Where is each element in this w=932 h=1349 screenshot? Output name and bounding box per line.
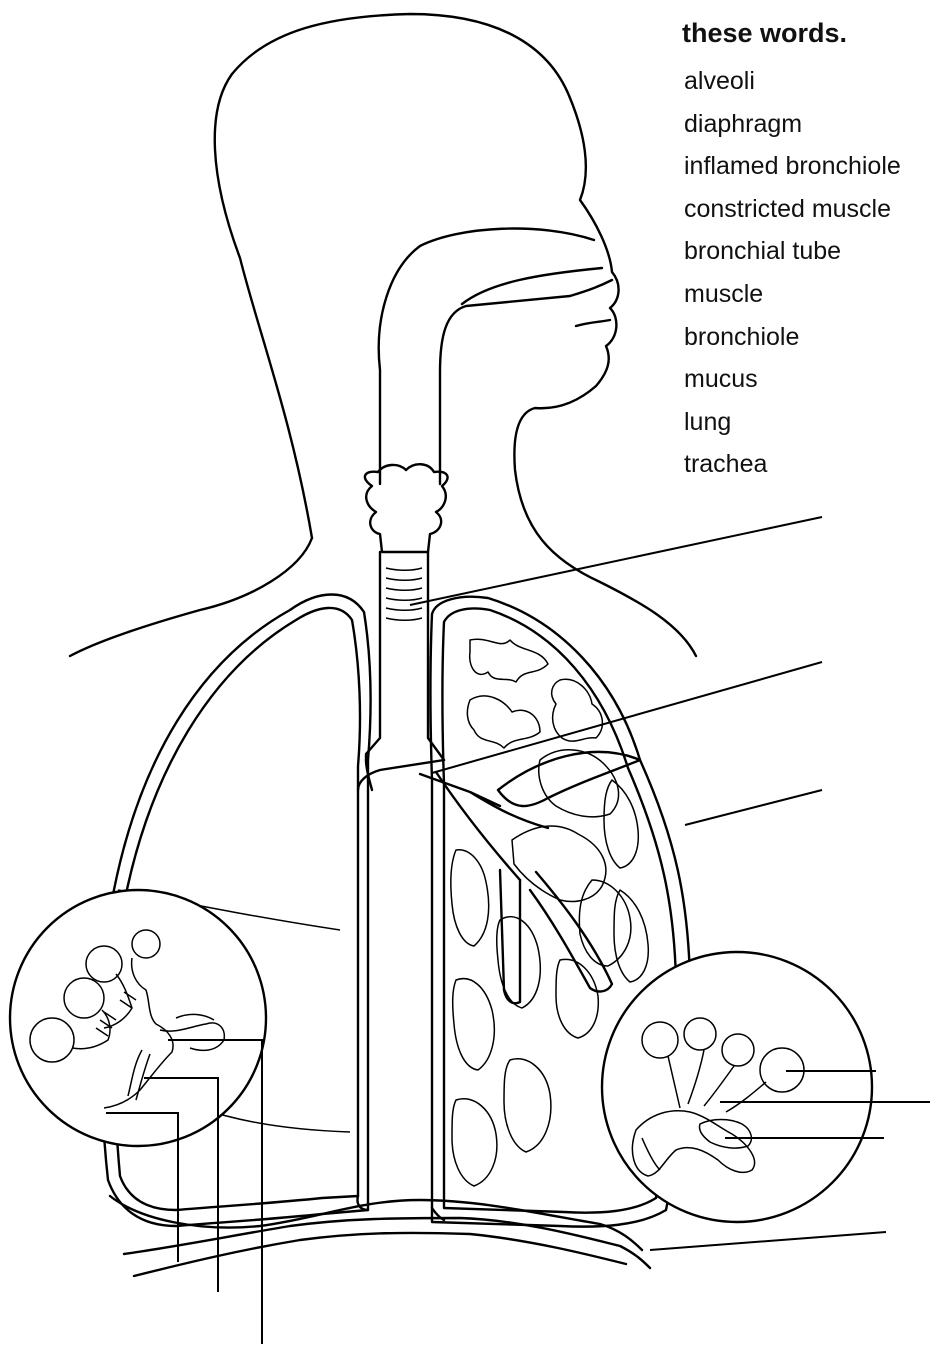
right-magnifier-circle	[602, 952, 872, 1222]
leader-lung	[685, 790, 822, 825]
trachea	[366, 552, 444, 760]
word-alveoli: alveoli	[684, 60, 901, 103]
shoulder-left	[70, 538, 312, 656]
word-diaphragm: diaphragm	[684, 103, 901, 146]
word-mucus: mucus	[684, 358, 901, 401]
word-bank: alveoli diaphragm inflamed bronchiole co…	[684, 60, 901, 486]
word-bronchial-tube: bronchial tube	[684, 230, 901, 273]
word-lung: lung	[684, 401, 901, 444]
word-trachea: trachea	[684, 443, 901, 486]
bronchial-tube-right	[420, 772, 548, 880]
larynx	[365, 464, 448, 552]
word-bronchiole: bronchiole	[684, 316, 901, 359]
word-muscle: muscle	[684, 273, 901, 316]
diaphragm-upper	[110, 1196, 642, 1250]
trachea-rings	[386, 568, 422, 620]
inner-airway-outline	[379, 229, 612, 484]
leader-trachea	[410, 517, 822, 605]
word-constricted-muscle: constricted muscle	[684, 188, 901, 231]
leader-diaphragm	[650, 1232, 886, 1250]
word-inflamed-bronchiole: inflamed bronchiole	[684, 145, 901, 188]
instruction-heading: these words.	[682, 18, 847, 49]
